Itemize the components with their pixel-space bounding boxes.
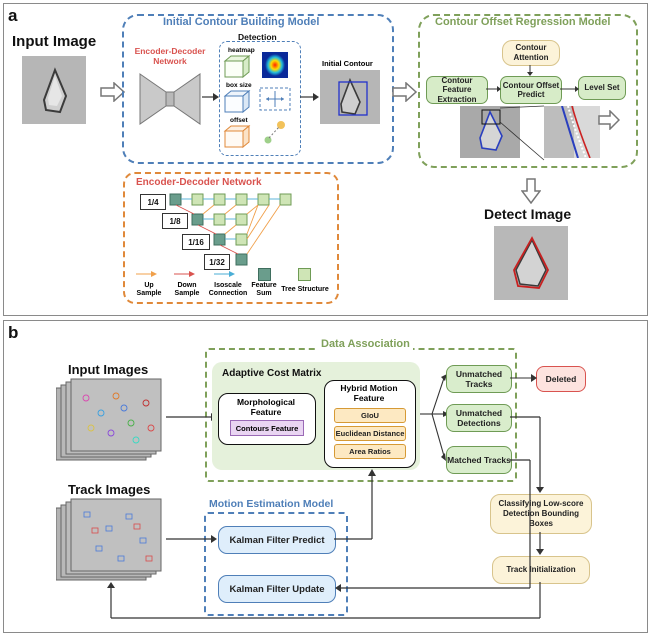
level-1-8: 1/8 bbox=[162, 213, 188, 229]
area-ratios-box: Area Ratios bbox=[334, 444, 406, 459]
contour-attention-box: Contour Attention bbox=[502, 40, 560, 66]
contour-offset-predict-box: Contour Offset Predict bbox=[500, 76, 562, 104]
track-stack-frames bbox=[55, 498, 162, 581]
encdec-detail-title: Encoder-Decoder Network bbox=[136, 177, 262, 188]
arrow-zoom-right bbox=[598, 110, 620, 130]
track-image-stack bbox=[55, 498, 166, 582]
cor-cell-image bbox=[460, 106, 520, 158]
arrow-detection-to-contour bbox=[300, 93, 319, 101]
encoder-decoder-shape bbox=[139, 73, 201, 125]
morph-feature-label: Morphological Feature bbox=[236, 397, 296, 417]
acm-branch-arrows bbox=[420, 374, 449, 461]
panel-b: b bbox=[3, 320, 648, 633]
legend-iso-label: Isoscale Connection bbox=[208, 282, 248, 297]
panel-b-letter: b bbox=[8, 323, 19, 342]
encdec-detail-box bbox=[123, 172, 339, 304]
legend-tree-swatch bbox=[298, 268, 311, 281]
arrow-input-to-encoder bbox=[100, 82, 126, 102]
cor-zoom-image bbox=[544, 106, 600, 158]
detect-cell bbox=[494, 226, 568, 300]
hybrid-motion-label: Hybrid Motion Feature bbox=[340, 383, 398, 403]
heatmap-label: heatmap bbox=[228, 47, 255, 54]
arrow-to-cor bbox=[392, 82, 418, 102]
initial-contour-cell bbox=[320, 70, 380, 124]
arrow-down-detect bbox=[521, 178, 541, 204]
boxsize-label: box size bbox=[226, 82, 252, 89]
level-1-16: 1/16 bbox=[182, 234, 210, 250]
kalman-update-box: Kalman Filter Update bbox=[218, 575, 336, 603]
legend-down-label: Down Sample bbox=[174, 282, 200, 297]
detection-box bbox=[219, 41, 301, 156]
matched-tracks-box: Matched Tracks bbox=[446, 446, 512, 474]
boxsize-icon bbox=[259, 87, 291, 111]
detect-image bbox=[494, 226, 568, 300]
encdec-grid-diagram bbox=[169, 193, 292, 266]
deleted-box: Deleted bbox=[536, 366, 586, 392]
cor-title: Contour Offset Regression Model bbox=[432, 16, 614, 28]
unmatched-detections-box: Unmatched Detections bbox=[446, 404, 512, 432]
encdec-label: Encoder-Decoder Network bbox=[134, 46, 206, 67]
detection-label: Detection bbox=[238, 32, 277, 42]
legend-feature-sum-label: Feature Sum bbox=[251, 282, 277, 297]
contours-feature-box: Contours Feature bbox=[230, 420, 304, 436]
offset-label: offset bbox=[230, 117, 248, 124]
offset-icon bbox=[264, 121, 285, 144]
arrow-encoder-to-detection bbox=[202, 93, 219, 101]
giou-box: GIoU bbox=[334, 408, 406, 423]
offset-cube-icon bbox=[223, 124, 251, 148]
cor-connectors bbox=[486, 65, 579, 92]
contour-feature-extraction-box: Contour Feature Extraction bbox=[426, 76, 488, 104]
initial-contour-label: Initial Contour bbox=[322, 59, 373, 68]
arrow-to-deleted bbox=[510, 374, 537, 382]
track-images-label: Track Images bbox=[68, 482, 151, 497]
unmatched-tracks-box: Unmatched Tracks bbox=[446, 365, 512, 393]
input-image-stack bbox=[55, 378, 166, 462]
legend-feature-sum-swatch bbox=[258, 268, 271, 281]
level-set-box: Level Set bbox=[578, 76, 626, 100]
acm-title: Adaptive Cost Matrix bbox=[222, 368, 322, 379]
icb-title: Initial Contour Building Model bbox=[160, 16, 323, 28]
legend-iso-arrow bbox=[214, 271, 235, 277]
legend-up-label: Up Sample bbox=[136, 282, 162, 297]
input-images-label: Input Images bbox=[68, 362, 149, 377]
heatmap-cube-icon bbox=[223, 54, 251, 78]
panel-a: a bbox=[3, 3, 648, 316]
motion-estimation-box bbox=[204, 512, 348, 616]
cor-cell bbox=[460, 106, 520, 158]
motion-estimation-title: Motion Estimation Model bbox=[206, 498, 337, 510]
classifying-box: Classifying Low-score Detection Bounding… bbox=[490, 494, 592, 534]
boxsize-cube-icon bbox=[223, 89, 251, 113]
legend-tree-label: Tree Structure bbox=[281, 286, 329, 293]
legend-up-arrow bbox=[136, 271, 157, 277]
level-1-4: 1/4 bbox=[140, 194, 166, 210]
panel-b-connectors bbox=[107, 416, 544, 619]
cell-image bbox=[22, 56, 86, 124]
initial-contour-image bbox=[320, 70, 380, 124]
level-1-32: 1/32 bbox=[204, 254, 230, 270]
legend-down-arrow bbox=[174, 271, 195, 277]
data-association-title: Data Association bbox=[318, 338, 413, 350]
panel-a-letter: a bbox=[8, 6, 18, 25]
track-initialization-box: Track Initialization bbox=[492, 556, 590, 584]
contour-offset-regression-box bbox=[418, 14, 638, 168]
heatmap-icon bbox=[262, 52, 288, 78]
input-image bbox=[22, 56, 86, 124]
morph-feature-box bbox=[218, 393, 316, 445]
input-stack-frames bbox=[55, 378, 162, 461]
zoom-contour bbox=[544, 106, 600, 158]
zoom-lines bbox=[500, 105, 545, 161]
euclidean-distance-box: Euclidean Distance bbox=[334, 426, 406, 441]
detect-image-label: Detect Image bbox=[484, 206, 572, 222]
input-image-label: Input Image bbox=[12, 33, 97, 50]
kalman-predict-box: Kalman Filter Predict bbox=[218, 526, 336, 554]
